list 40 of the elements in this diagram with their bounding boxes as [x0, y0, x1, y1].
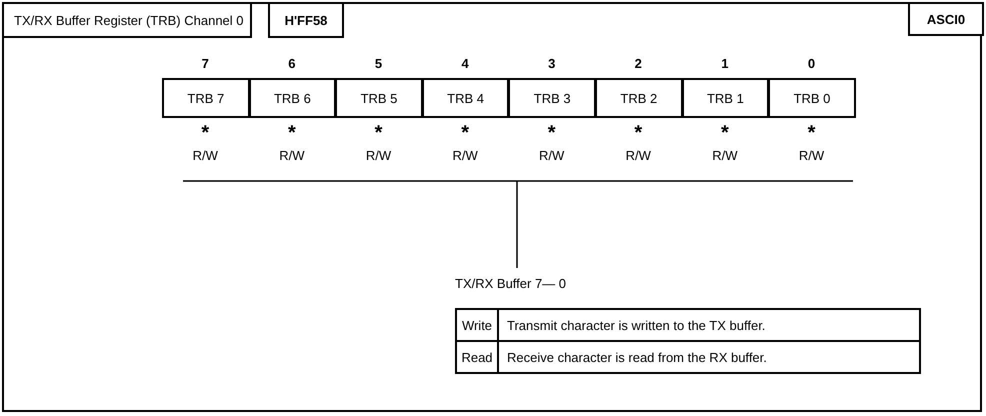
access-type: R/W [711, 148, 739, 165]
initial-value-mark: * [720, 122, 730, 142]
initial-value-mark: * [286, 122, 297, 142]
access-type: R/W [192, 148, 219, 165]
address-box: H'FF58 [268, 2, 344, 38]
bit-cell: TRB 3 [508, 78, 596, 118]
access-type: R/W [538, 148, 566, 165]
bit-cell: TRB 2 [595, 78, 683, 118]
bit-cell: TRB 7 [162, 78, 250, 118]
access-type: R/W [364, 148, 392, 165]
bit-number: 7 [200, 56, 210, 73]
access-type: R/W [624, 148, 652, 165]
initial-value-mark: * [200, 122, 210, 142]
bit-number: 5 [374, 56, 384, 73]
bit-cell: TRB 1 [682, 78, 770, 118]
access-type: R/W [278, 148, 306, 165]
initial-value-mark: * [374, 122, 384, 142]
initial-value-mark: * [806, 122, 816, 142]
register-title-box: TX/RX Buffer Register (TRB) Channel 0 [2, 2, 252, 38]
bit-cell: TRB 0 [768, 78, 856, 118]
field-name: TX/RX Buffer 7— 0 [455, 276, 568, 293]
bit-cell: TRB 6 [248, 78, 336, 118]
bit-number: 3 [547, 56, 556, 73]
bit-number: 0 [806, 56, 816, 73]
description-cell: Receive character is read from the RX buffer. [497, 340, 921, 374]
mode-cell: Write [455, 308, 499, 342]
initial-value-mark: * [546, 122, 557, 142]
initial-value-mark: * [633, 122, 644, 142]
access-type: R/W [451, 148, 479, 165]
description-cell: Transmit character is written to the TX buffer. [497, 308, 921, 342]
bit-cell: TRB 5 [335, 78, 423, 118]
bit-cell: TRB 4 [422, 78, 510, 118]
bit-number: 1 [720, 56, 730, 73]
mode-cell: Read [455, 340, 499, 374]
access-type: R/W [798, 148, 826, 165]
bit-number: 2 [634, 56, 643, 73]
bit-number: 4 [460, 56, 470, 73]
initial-value-mark: * [460, 122, 470, 142]
bit-number: 6 [287, 56, 296, 73]
module-box: ASCI0 [908, 2, 984, 36]
